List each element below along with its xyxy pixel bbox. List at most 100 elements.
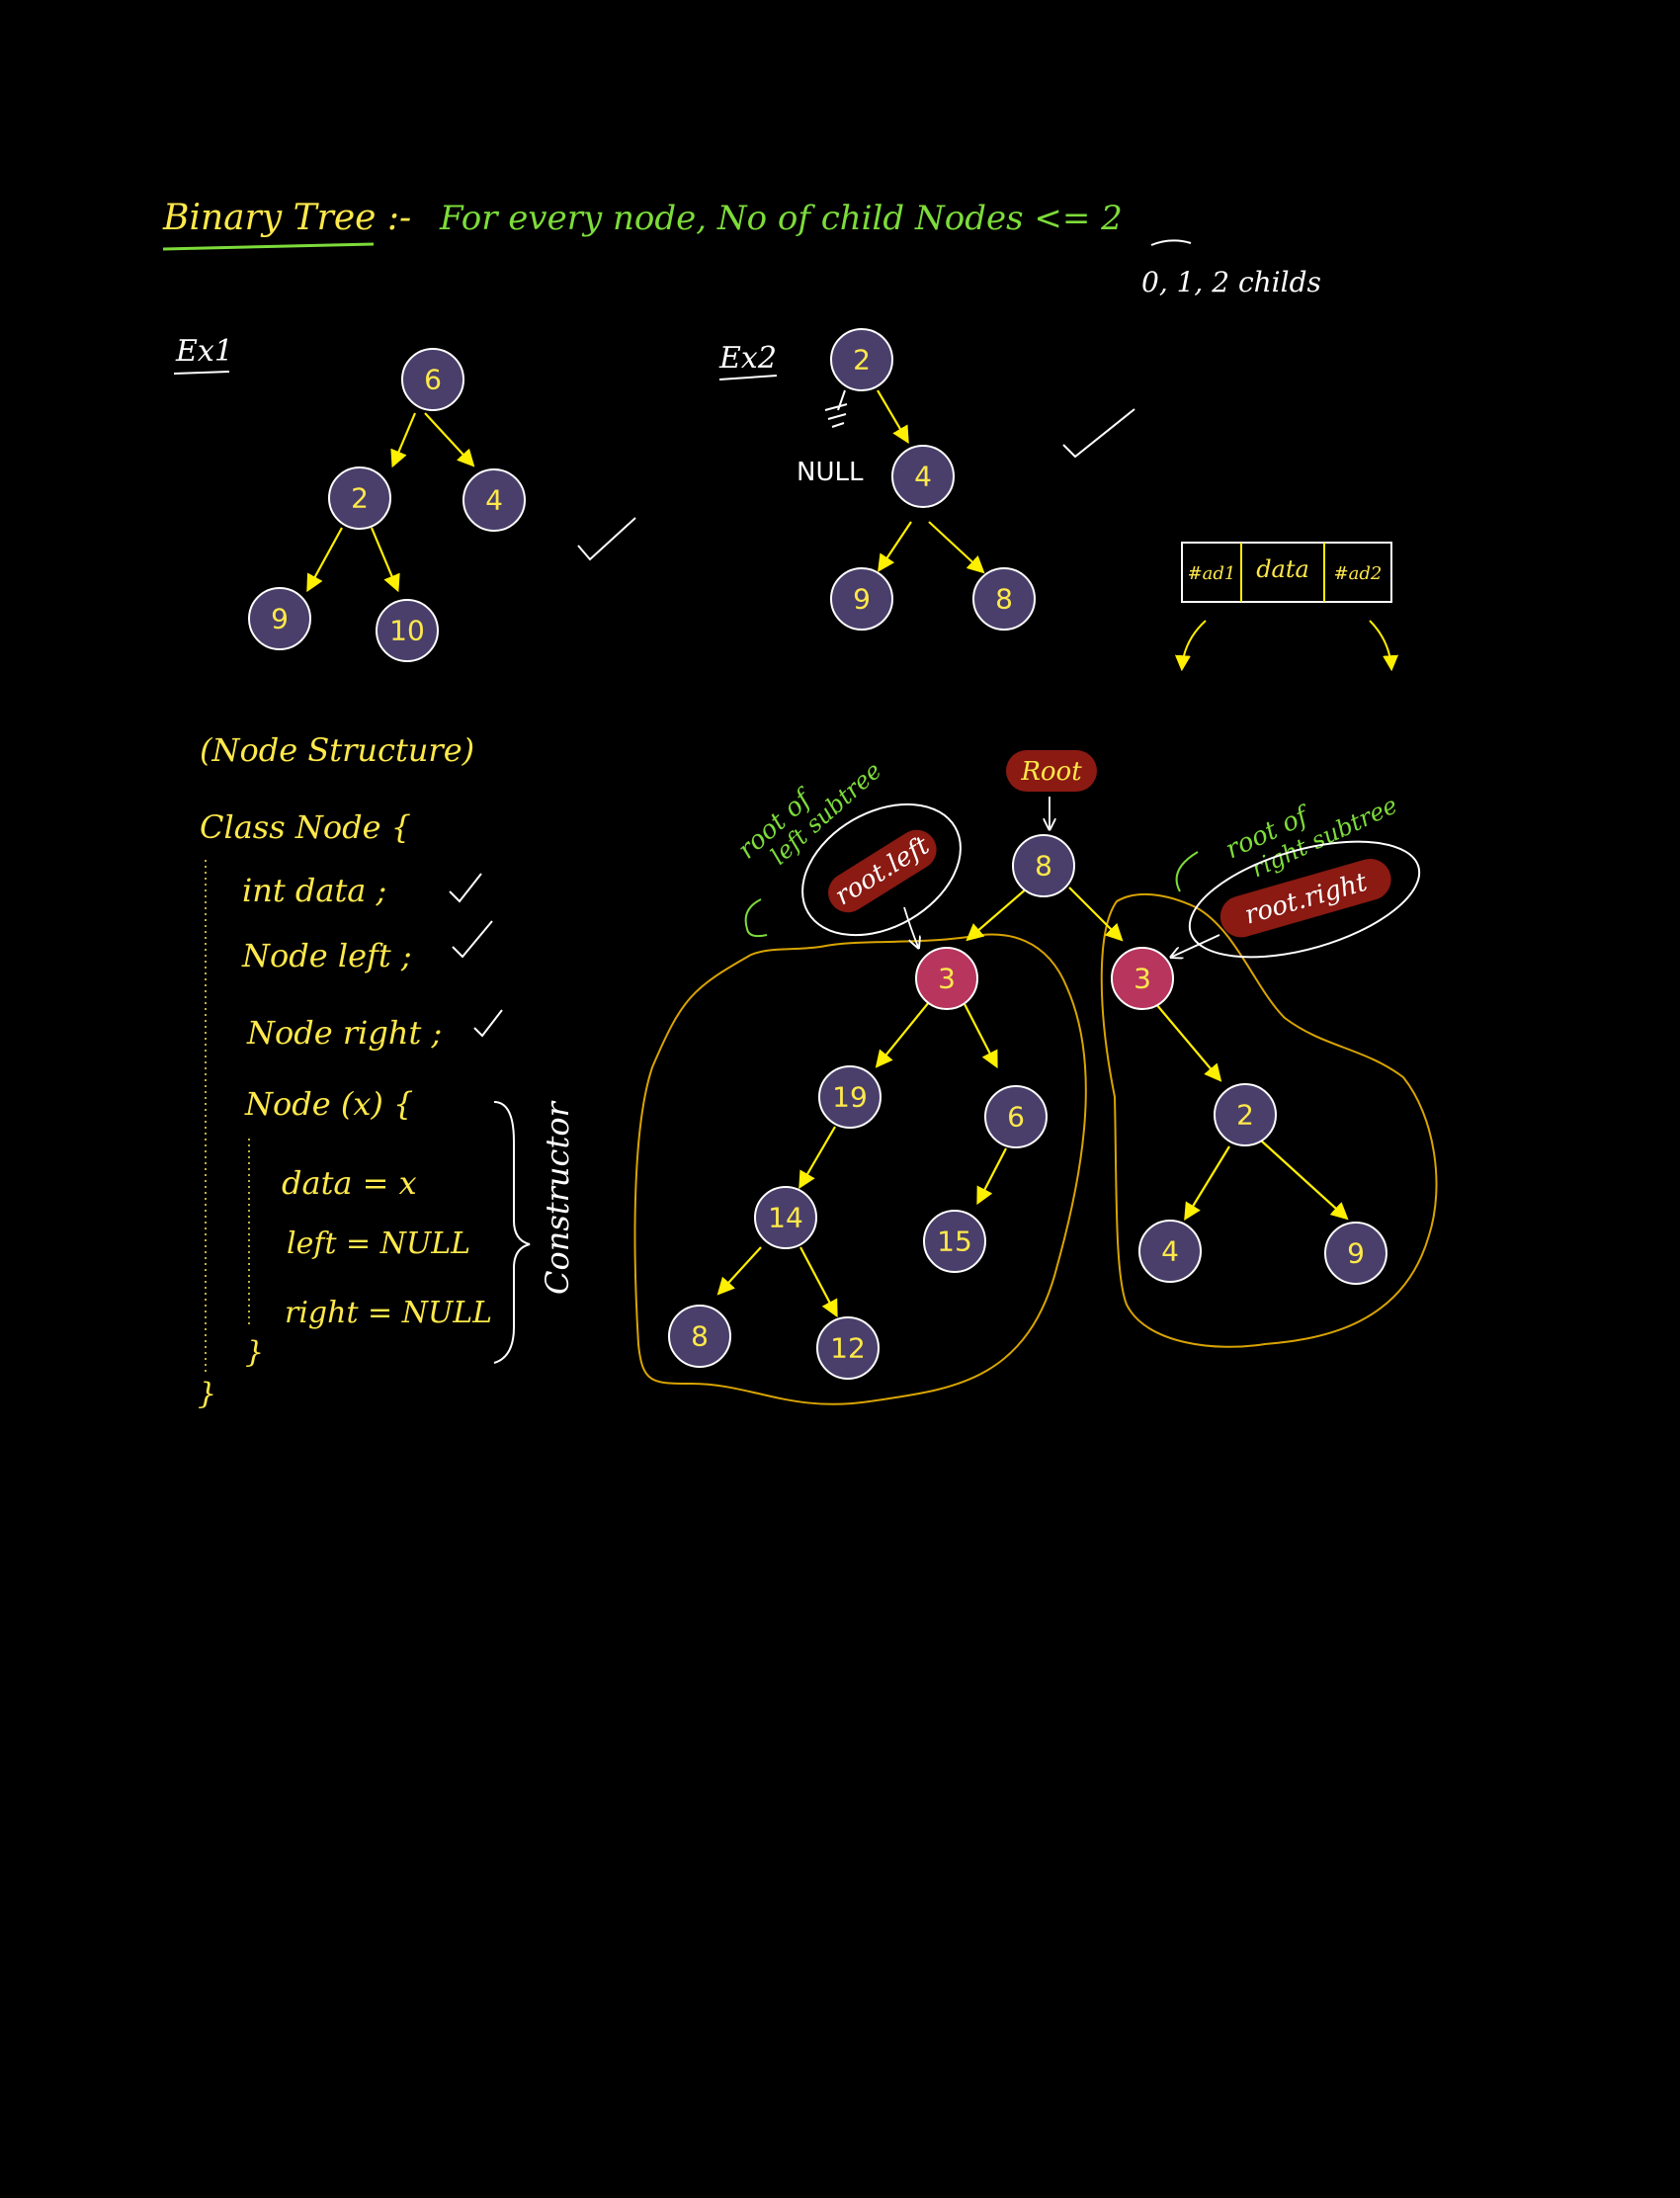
big-node-19-label: 19: [832, 1081, 868, 1114]
checkmark-icon: [449, 873, 482, 903]
node-box-right: #ad2: [1334, 563, 1383, 584]
big-node-left-3: [915, 947, 978, 1010]
ex1-node-10: [376, 599, 439, 662]
edge-14-8: [716, 1246, 762, 1296]
title-section: Binary Tree :- For every node, No of chi…: [162, 198, 1321, 298]
code-section: (Node Structure) Class Node { int data ;…: [198, 731, 576, 1411]
code-assign-right: right = NULL: [285, 1296, 492, 1330]
node-box-left-arrow: [1174, 620, 1207, 672]
big-node-8: [668, 1305, 731, 1368]
null-ground-icon: [824, 389, 848, 428]
example2-underline: [718, 375, 778, 380]
code-assign-data: data = x: [282, 1164, 417, 1202]
example1-underline: [173, 371, 230, 375]
checkmark-icon: [1062, 408, 1135, 459]
big-node-9-label: 9: [1347, 1237, 1365, 1270]
edge-14-12: [799, 1246, 838, 1318]
node-box-right-arrow: [1369, 620, 1399, 672]
checkmark-icon: [577, 517, 636, 561]
big-node-root: [1012, 834, 1075, 897]
childs-note: 0, 1, 2 childs: [1141, 266, 1321, 298]
big-node-12: [816, 1316, 880, 1380]
edge-6-15: [976, 1147, 1007, 1206]
example-1: Ex1 6 2 4 9 10: [173, 334, 636, 662]
big-tree: Root root of left subtree root.left root…: [633, 750, 1438, 1405]
edge-6-2: [390, 412, 417, 468]
definition-text: For every node, No of child Nodes <= 2: [439, 199, 1123, 238]
ex1-node-2-label: 2: [351, 482, 369, 515]
big-node-19: [818, 1065, 882, 1129]
left-pill: root.left: [828, 829, 937, 913]
example1-label: Ex1: [175, 334, 233, 369]
big-node-2-label: 2: [1236, 1099, 1254, 1132]
edge-ex2-4-9: [878, 521, 912, 572]
root-tag: [1006, 750, 1097, 792]
code-class-close: }: [198, 1377, 216, 1411]
edge-2-4: [1184, 1145, 1230, 1222]
ex1-node-4: [462, 468, 526, 532]
ex2-node-9-label: 9: [853, 583, 871, 616]
edge-r-2: [1155, 1003, 1222, 1082]
left-pill-ring: [801, 803, 962, 937]
ex2-node-2-label: 2: [853, 344, 871, 377]
childs-note-brace: [1150, 239, 1192, 246]
big-node-15-label: 15: [937, 1226, 972, 1258]
node-memory-box: #ad1 data #ad2: [1174, 542, 1399, 672]
right-pill-arrow: [1172, 934, 1220, 957]
node-box-outline: [1181, 542, 1392, 603]
ex2-node-8-label: 8: [995, 583, 1013, 616]
ex2-node-4-label: 4: [914, 461, 932, 493]
right-note-bracket: [1175, 851, 1199, 892]
code-class-line: Class Node {: [200, 808, 411, 846]
big-node-root-label: 8: [1035, 850, 1052, 883]
node-box-left: #ad1: [1188, 563, 1236, 584]
big-node-9: [1324, 1222, 1387, 1285]
code-field-left: Node left ;: [241, 937, 412, 974]
edge-2-10: [370, 527, 400, 593]
code-ctor-line: Node (x) {: [244, 1085, 413, 1123]
big-node-6-label: 6: [1007, 1101, 1025, 1134]
right-subtree-outline: [1100, 892, 1438, 1348]
edge-19-14: [798, 1126, 836, 1190]
ex2-node-2: [830, 328, 893, 391]
big-node-6: [984, 1085, 1048, 1148]
constructor-brace: [493, 1101, 531, 1364]
code-ctor-close: }: [245, 1335, 264, 1370]
root-tag-label: Root: [1020, 757, 1082, 787]
constructor-label: Constructor: [539, 1100, 576, 1295]
edge-l-19: [875, 1001, 930, 1068]
right-pill-ring: [1188, 840, 1421, 959]
edge-root-r: [1068, 887, 1124, 942]
big-node-14: [754, 1186, 817, 1249]
big-node-right-3-label: 3: [1134, 963, 1151, 995]
ex1-node-9-label: 9: [271, 603, 289, 635]
code-field-data: int data ;: [242, 872, 386, 909]
ex1-node-6-label: 6: [424, 364, 442, 396]
left-pill-shape: [828, 829, 937, 913]
code-field-right: Node right ;: [246, 1014, 442, 1052]
code-assign-left: left = NULL: [287, 1226, 470, 1261]
big-node-2: [1214, 1083, 1277, 1146]
ex1-node-10-label: 10: [389, 615, 425, 647]
big-node-12-label: 12: [830, 1332, 866, 1365]
example2-label: Ex2: [718, 341, 777, 376]
right-pill-shape: [1219, 858, 1391, 938]
big-node-15: [923, 1210, 986, 1273]
edge-root-l: [966, 887, 1029, 942]
title-heading: Binary Tree :-: [162, 198, 411, 238]
example-2: Ex2 NULL 2 4 9 8: [718, 328, 1135, 631]
ex1-node-9: [248, 587, 311, 650]
code-heading: (Node Structure): [200, 731, 474, 769]
edge-ex2-4-8: [928, 521, 985, 574]
checkmark-icon: [473, 1009, 503, 1038]
edge-ex2-2-4: [877, 389, 909, 445]
ex2-node-9: [830, 567, 893, 631]
title-underline: [162, 242, 375, 251]
edge-2-9: [306, 527, 343, 593]
edge-6-4: [424, 412, 475, 467]
left-note-bracket: [744, 898, 768, 938]
ex2-node-4: [891, 445, 955, 508]
left-pill-arrow: [903, 906, 918, 947]
ex1-node-2: [328, 466, 391, 530]
